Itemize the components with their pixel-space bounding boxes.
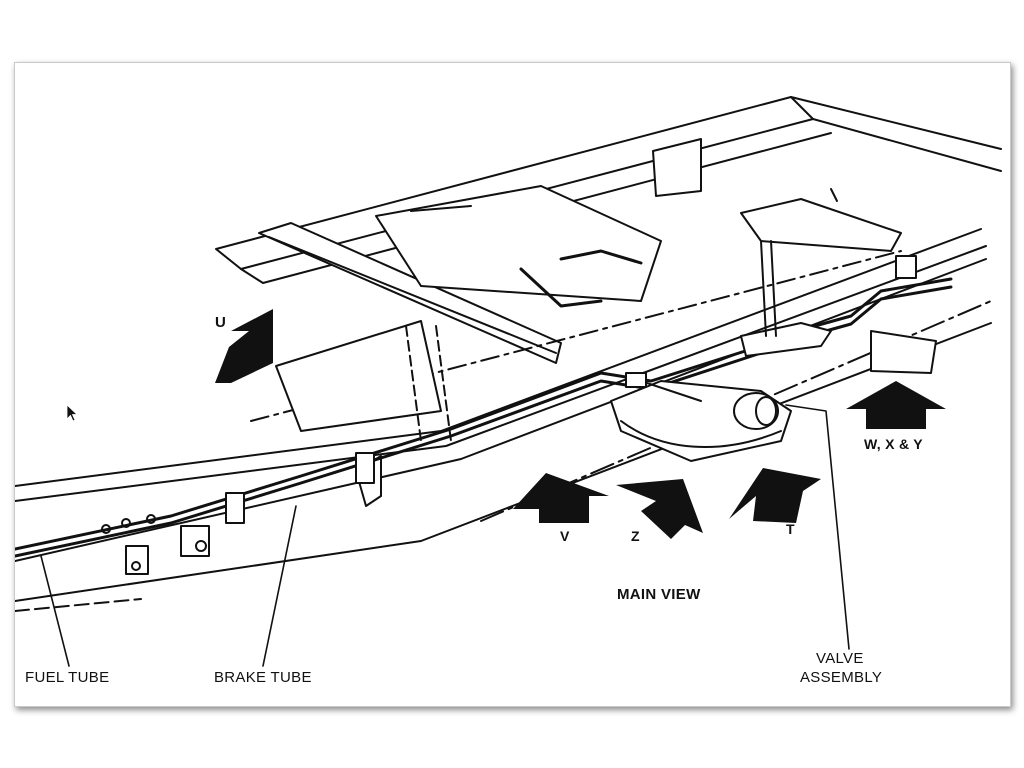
arrow-t-label: T bbox=[786, 521, 795, 537]
tube-lines bbox=[15, 249, 953, 558]
arrow-wxy-icon bbox=[846, 381, 946, 429]
fuel-tube-label: FUEL TUBE bbox=[25, 669, 110, 686]
arrow-z-icon bbox=[616, 479, 703, 539]
arrow-v-icon bbox=[513, 473, 609, 523]
arrow-u-label: U bbox=[215, 314, 227, 331]
main-view-label: MAIN VIEW bbox=[617, 586, 701, 603]
arrow-wxy-label: W, X & Y bbox=[864, 436, 923, 452]
fuel-tube-leader bbox=[40, 555, 70, 667]
valve-assembly-label-line2: ASSEMBLY bbox=[800, 669, 883, 686]
brake-tube-leader bbox=[262, 505, 297, 667]
leader-lines bbox=[40, 404, 850, 667]
arrow-u-icon bbox=[215, 309, 273, 383]
tube-clamps bbox=[101, 452, 375, 575]
arrow-v-label: V bbox=[560, 528, 570, 544]
chassis-illustration bbox=[15, 96, 1002, 667]
brake-tube-label: BRAKE TUBE bbox=[214, 669, 312, 686]
view-arrows bbox=[215, 309, 946, 539]
valve-assembly-leader bbox=[785, 404, 850, 650]
mouse-pointer-icon bbox=[66, 404, 78, 422]
arrow-z-label: Z bbox=[631, 528, 640, 544]
upper-frame-rail bbox=[215, 96, 1002, 284]
arrow-t-icon bbox=[729, 468, 821, 523]
valve-assembly-label-line1: VALVE bbox=[816, 650, 864, 667]
cross-members bbox=[258, 138, 902, 364]
valve-assembly bbox=[610, 240, 937, 462]
diagram-frame: U W, X & Y V Z T MAIN VIEW FUEL TUBE BRA… bbox=[14, 62, 1011, 707]
